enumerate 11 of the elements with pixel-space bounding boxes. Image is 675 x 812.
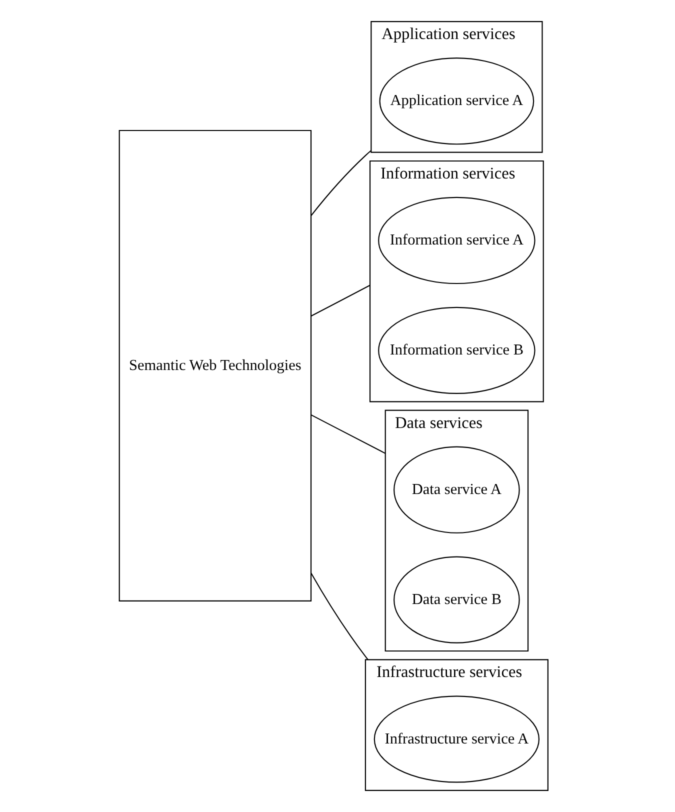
node-ellipse: Information service B	[378, 306, 535, 394]
node-ellipse: Infrastructure service A	[373, 696, 540, 783]
connector	[310, 150, 371, 216]
connector	[310, 572, 368, 660]
node-ellipse: Data service A	[393, 446, 520, 534]
node-box: Semantic Web Technologies	[118, 130, 312, 602]
connector	[310, 284, 370, 317]
node-ellipse: Data service B	[393, 556, 520, 644]
connector	[310, 414, 386, 454]
node-ellipse: Application service A	[378, 58, 534, 145]
node-ellipse: Information service A	[378, 196, 535, 284]
